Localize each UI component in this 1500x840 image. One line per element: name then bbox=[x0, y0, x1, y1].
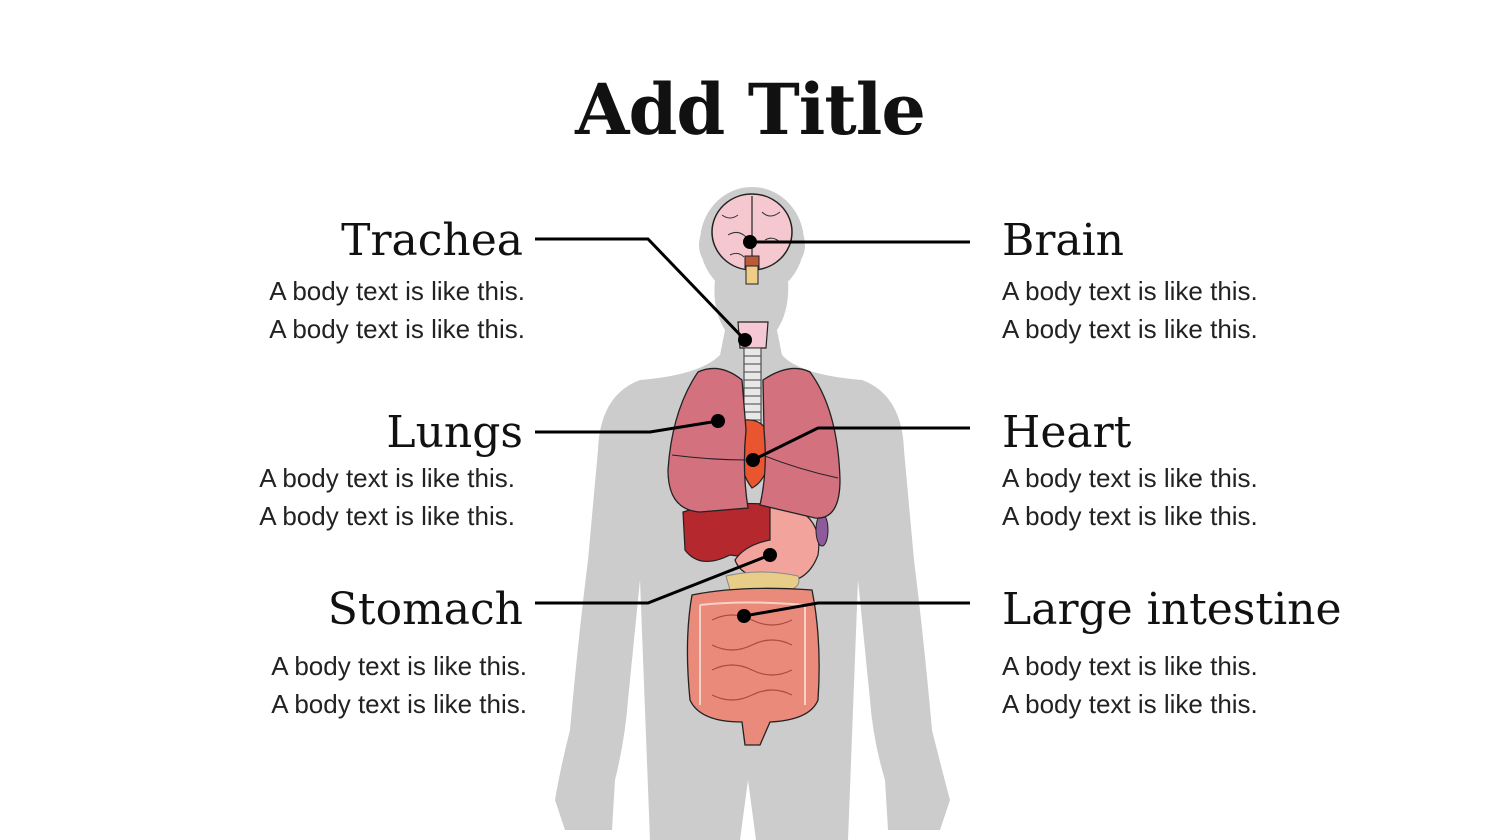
lungs-body-line-2: A body text is like this. bbox=[259, 501, 515, 531]
heart-body-text[interactable]: A body text is like this. A body text is… bbox=[1002, 459, 1258, 535]
lungs-body-line-1: A body text is like this. bbox=[259, 463, 515, 493]
lungs-connector bbox=[535, 419, 719, 434]
large-intestine-body-text[interactable]: A body text is like this. A body text is… bbox=[1002, 647, 1258, 723]
large-intestine-body-line-2: A body text is like this. bbox=[1002, 689, 1258, 719]
connector-dots bbox=[711, 235, 777, 623]
page-title[interactable]: Add Title bbox=[575, 68, 926, 151]
label-heart[interactable]: Heart bbox=[1002, 407, 1132, 458]
trachea-body-text[interactable]: A body text is like this. A body text is… bbox=[269, 272, 525, 348]
label-stomach[interactable]: Stomach bbox=[327, 584, 523, 635]
stomach-body-text[interactable]: A body text is like this. A body text is… bbox=[271, 647, 527, 723]
heart-connector bbox=[752, 426, 970, 462]
brain-body-line-1: A body text is like this. bbox=[1002, 276, 1258, 306]
large-intestine-body-line-1: A body text is like this. bbox=[1002, 651, 1258, 681]
stomach-body-line-1: A body text is like this. bbox=[271, 651, 527, 681]
brain-body-text[interactable]: A body text is like this. A body text is… bbox=[1002, 272, 1258, 348]
label-trachea[interactable]: Trachea bbox=[341, 215, 523, 266]
stomach-connector bbox=[535, 553, 771, 605]
stomach-body-line-2: A body text is like this. bbox=[271, 689, 527, 719]
brain-organ bbox=[711, 193, 793, 285]
large-intestine-connector bbox=[743, 601, 970, 618]
heart-body-line-1: A body text is like this. bbox=[1002, 463, 1258, 493]
trachea-body-line-2: A body text is like this. bbox=[269, 314, 525, 344]
lungs-organ bbox=[667, 367, 841, 519]
trachea-body-line-1: A body text is like this. bbox=[269, 276, 525, 306]
label-lungs[interactable]: Lungs bbox=[386, 407, 523, 458]
intestines-organ bbox=[686, 587, 820, 746]
label-brain[interactable]: Brain bbox=[1002, 215, 1125, 266]
connector-lines bbox=[535, 237, 970, 618]
heart-body-line-2: A body text is like this. bbox=[1002, 501, 1258, 531]
label-large-intestine[interactable]: Large intestine bbox=[1002, 584, 1342, 635]
lungs-body-text[interactable]: A body text is like this. A body text is… bbox=[259, 459, 515, 535]
trachea-connector bbox=[535, 237, 747, 342]
brain-body-line-2: A body text is like this. bbox=[1002, 314, 1258, 344]
trachea-organ bbox=[737, 321, 769, 431]
